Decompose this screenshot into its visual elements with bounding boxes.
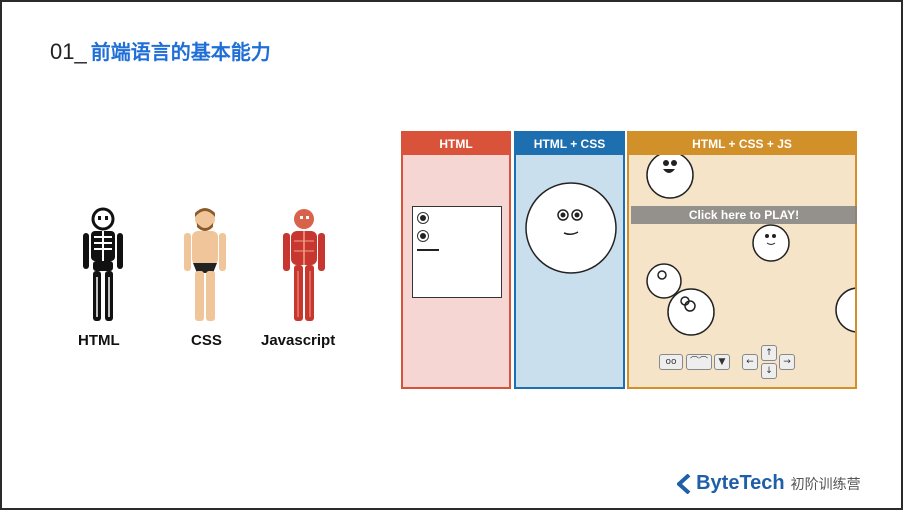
person-icon [184, 208, 226, 321]
html-form-box [412, 206, 502, 298]
radio-button[interactable] [417, 230, 429, 242]
figure-label-javascript: Javascript [261, 332, 336, 349]
arrow-left-button[interactable]: ← [742, 354, 758, 370]
arrow-up-button[interactable]: ↑ [761, 345, 777, 361]
bouncing-faces-game[interactable] [629, 155, 855, 387]
panel-html-css-js: HTML + CSS + JS Click here to PLAY! oo ⌒… [627, 131, 857, 389]
logo-subtitle: 初阶训练营 [790, 476, 861, 493]
panel-js-header: HTML + CSS + JS [629, 133, 855, 155]
figure-label-html: HTML [78, 332, 120, 349]
arrow-right-button[interactable]: → [779, 354, 795, 370]
panel-html: HTML [401, 131, 511, 389]
bytetech-logo: ByteTech 初阶训练营 [676, 472, 861, 500]
skeleton-icon [83, 207, 123, 321]
panel-html-css: HTML + CSS [514, 131, 625, 389]
chevron-logo-icon [676, 473, 691, 494]
radio-button[interactable] [417, 212, 429, 224]
panel-html-header: HTML [403, 133, 509, 155]
smiley-face-icon [525, 182, 617, 274]
figure-label-css: CSS [191, 332, 222, 349]
slide-number: 01_ [50, 39, 87, 64]
muscle-body-icon [283, 209, 325, 321]
slide-title: 01_前端语言的基本能力 [50, 36, 271, 65]
eyes-control-button[interactable]: oo [659, 354, 683, 370]
mouth-control-button[interactable]: ▼ [714, 354, 730, 370]
brows-control-button[interactable]: ⌒⌒ [686, 354, 712, 370]
panel-css-header: HTML + CSS [516, 133, 623, 155]
underline [417, 249, 439, 251]
slide-heading: 前端语言的基本能力 [90, 40, 271, 64]
arrow-down-button[interactable]: ↓ [761, 363, 777, 379]
logo-brand: ByteTech [696, 472, 785, 494]
play-button[interactable]: Click here to PLAY! [631, 206, 857, 224]
